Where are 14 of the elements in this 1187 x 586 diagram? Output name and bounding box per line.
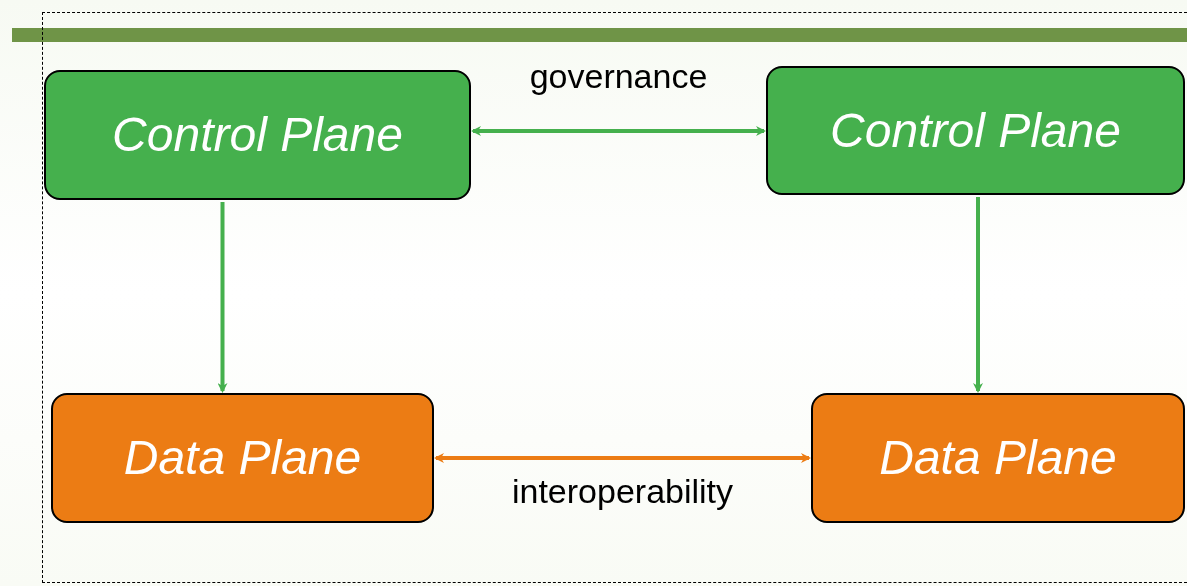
plane-box <box>766 66 1185 195</box>
plane-box <box>51 393 434 523</box>
edge-label: interoperability <box>510 474 735 508</box>
plane-box <box>44 70 471 200</box>
arrow <box>471 126 766 136</box>
arrow <box>434 453 811 463</box>
plane-box <box>811 393 1185 523</box>
node-label: Control Plane <box>112 107 403 163</box>
arrow <box>217 202 228 393</box>
node-label: Data Plane <box>879 430 1117 486</box>
node-label: Control Plane <box>830 102 1121 159</box>
node-label: Data Plane <box>123 430 362 486</box>
arrow <box>973 197 983 393</box>
edge-label: governance <box>528 59 709 93</box>
